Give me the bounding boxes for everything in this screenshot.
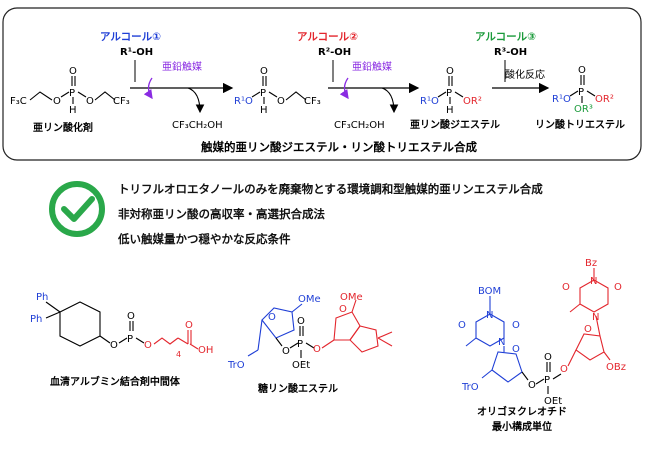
byproduct-2: CF₃CH₂OH (334, 120, 385, 131)
phosphorus-atom: P (69, 88, 75, 99)
reagent1-formula: R¹-OH (120, 47, 153, 58)
byproduct-arrow-1 (187, 87, 205, 114)
oxygen-atom: O (277, 96, 285, 107)
phosphorus-atom: P (260, 88, 266, 99)
phenyl-group: Ph (36, 292, 48, 303)
ethoxy-group: OEt (544, 396, 562, 407)
ring-oxygen: O (584, 324, 592, 335)
feature-line-3: 低い触媒量かつ穏やかな反応条件 (118, 232, 291, 246)
benzoyloxy-group: OBz (606, 362, 626, 373)
nitrogen-atom: N (486, 310, 493, 321)
trityloxy-group: TrO (227, 360, 245, 371)
triester-name: リン酸トリエステル (535, 118, 625, 131)
example2-structure: O OMe TrO O P O OEt O O OMe (227, 292, 393, 371)
hydrogen-atom: H (446, 105, 454, 116)
oxygen-atom: O (458, 320, 466, 331)
oxidation-label: 酸化反応 (505, 68, 545, 81)
oxygen-atom: O (297, 316, 305, 327)
methoxy-group: OMe (298, 294, 321, 305)
oxygen-atom: O (313, 344, 321, 355)
oxygen-atom: O (562, 282, 570, 293)
ethoxy-group: OEt (292, 360, 310, 371)
oxygen-atom: O (260, 66, 268, 77)
hydroxyl-group: OH (198, 345, 213, 356)
bom-group: BOM (478, 286, 501, 297)
or3-group: OR³ (574, 104, 593, 115)
reagent3-formula: R³-OH (494, 47, 527, 58)
benzoyl-group: Bz (585, 258, 597, 269)
reagent2-formula: R²-OH (318, 47, 351, 58)
oxygen-atom: O (544, 352, 552, 363)
phenyl-group: Ph (30, 314, 42, 325)
example3-name: オリゴヌクレオチド (477, 405, 567, 418)
nitrogen-atom: N (590, 276, 597, 287)
oxygen-atom: O (127, 311, 135, 322)
phosphorus-atom: P (446, 88, 452, 99)
hydrogen-atom: H (69, 105, 77, 116)
cf3-group-right: CF₃ (113, 96, 130, 107)
catalyst-cycle-arrow-1 (143, 77, 153, 100)
scheme-panel (2, 7, 642, 161)
oxygen-atom: O (185, 320, 193, 331)
byproduct-1: CF₃CH₂OH (172, 120, 223, 131)
ring-oxygen: O (339, 304, 347, 315)
reagent2-label: アルコール② (297, 31, 358, 43)
hydrogen-atom: H (260, 105, 268, 116)
nitrogen-atom: N (498, 337, 505, 348)
start-molecule: F₃C O P O H O CF₃ (10, 66, 130, 116)
oxygen-atom: O (512, 320, 520, 331)
ring-oxygen: O (268, 312, 276, 323)
oxygen-atom: O (528, 380, 536, 391)
phosphorus-atom: P (578, 87, 584, 98)
diester-molecule: R¹O P O H OR² (420, 66, 482, 116)
reagent3-label: アルコール③ (475, 31, 536, 43)
r1o-group: R¹O (234, 96, 253, 107)
methoxy-group: OMe (340, 292, 363, 303)
catalyst-cycle-arrow-2 (339, 77, 349, 100)
phosphorus-atom: P (127, 334, 133, 345)
oxygen-atom: O (560, 364, 568, 375)
oxygen-atom: O (110, 340, 118, 351)
oxygen-atom: O (86, 96, 94, 107)
feature-line-2: 非対称亜リン酸の高収率・高選択合成法 (118, 207, 325, 221)
oxygen-atom: O (614, 282, 622, 293)
intermediate-molecule: R¹O P O H O CF₃ (234, 66, 321, 116)
catalyst-label-1: 亜鉛触媒 (162, 60, 202, 73)
byproduct-arrow-2 (381, 87, 399, 114)
trityloxy-group: TrO (461, 382, 479, 393)
oxygen-atom: O (69, 66, 77, 77)
cf3-group: CF₃ (304, 96, 321, 107)
chain-subscript: 4 (176, 350, 181, 359)
scheme-title: 触媒的亜リン酸ジエステル・リン酸トリエステル合成 (200, 140, 477, 154)
cf3-group-left: F₃C (10, 96, 27, 107)
or2-group: OR² (595, 94, 614, 105)
example1-name: 血清アルブミン結合剤中間体 (50, 375, 181, 388)
r1o-group: R¹O (552, 94, 571, 105)
oxygen-atom: O (53, 96, 61, 107)
reagent1-label: アルコール① (100, 31, 161, 43)
oxygen-atom: O (578, 65, 586, 76)
example1-structure: Ph Ph O P O O 4 O OH (30, 292, 213, 359)
or2-group: OR² (463, 96, 482, 107)
example3-subname: 最小構成単位 (492, 420, 552, 433)
r1o-group: R¹O (420, 96, 439, 107)
triester-molecule: R¹O P O OR² OR³ (552, 65, 614, 115)
ring-oxygen: O (512, 344, 520, 355)
check-icon (49, 181, 105, 237)
oxygen-atom: O (446, 66, 454, 77)
example2-name: 糖リン酸エステル (258, 382, 338, 395)
start-material-name: 亜リン酸化剤 (33, 121, 93, 134)
diester-name: 亜リン酸ジエステル (410, 118, 500, 131)
phosphorus-atom: P (297, 339, 303, 350)
example3-structure: N BOM O O N O TrO O P O OEt O O OBz N (458, 258, 626, 407)
feature-line-1: トリフルオロエタノールのみを廃棄物とする環境調和型触媒的亜リンエステル合成 (118, 182, 543, 196)
nitrogen-atom: N (592, 312, 599, 323)
phosphorus-atom: P (544, 375, 550, 386)
catalyst-label-2: 亜鉛触媒 (352, 60, 392, 73)
oxygen-atom: O (282, 346, 290, 357)
oxygen-atom: O (144, 340, 152, 351)
